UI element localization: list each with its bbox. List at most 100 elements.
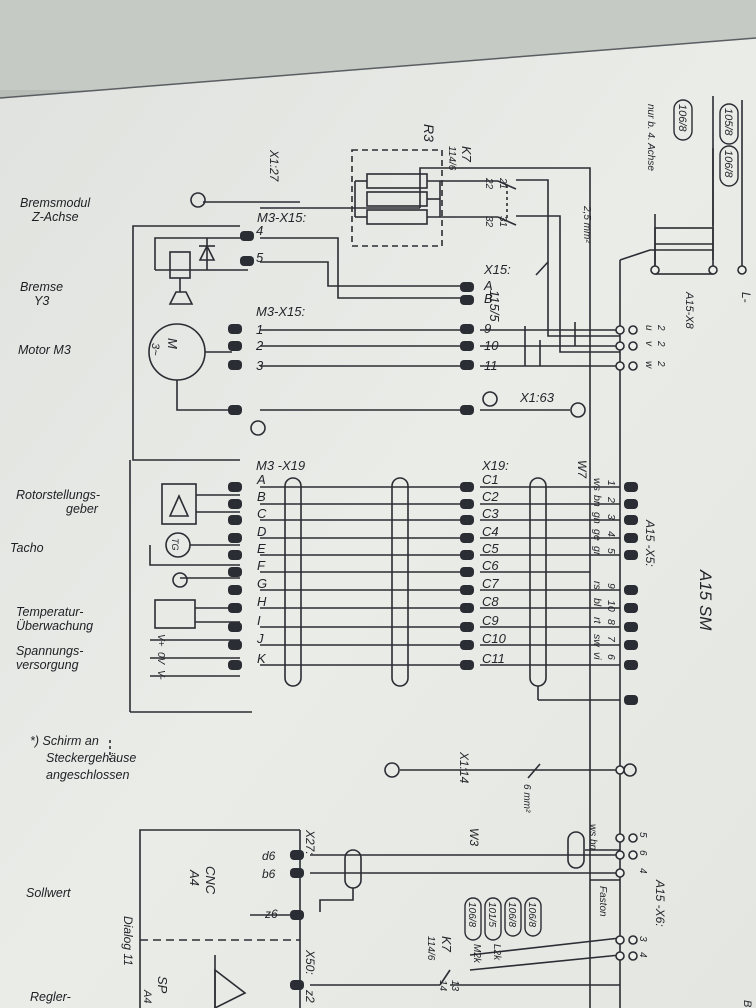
wire-color-gr: gr [591, 546, 603, 556]
x6-pin-5: 5 [637, 832, 648, 838]
label-rotor: Rotorstellungs- geber [16, 488, 100, 516]
signal-vplus: V+ [155, 634, 166, 647]
nur-4-achse-note: nur b. 4. Achse [645, 104, 656, 171]
wire-color-vi: vi [591, 652, 603, 660]
pin-5: 5 [256, 250, 264, 265]
x19-c7: C7 [482, 576, 499, 591]
label-temperatur-line2: Überwachung [16, 619, 94, 633]
x19-pin-e: E [257, 541, 266, 556]
k7-contact-14: 14 [437, 980, 448, 992]
ref-115-5: 115/5 [487, 290, 502, 322]
a15-x6-label: A15 -X6: [653, 879, 667, 927]
k7-label: K7 [459, 146, 474, 163]
x6-pin-6: 6 [637, 850, 648, 856]
x19-c10: C10 [482, 631, 507, 646]
wiring [109, 96, 747, 1008]
wire-color-bn: bn [591, 495, 603, 507]
label-temperatur-line1: Temperatur- [16, 605, 84, 619]
x15-pin-9: 9 [484, 321, 491, 336]
label-spannung-line1: Spannungs- [16, 644, 84, 658]
w7-label: W7 [575, 460, 589, 479]
ref-bottom-1: 106/8 [526, 902, 537, 927]
wire-color-sw: sw [591, 634, 603, 648]
x1-14-label: X1:14 [457, 751, 471, 784]
terminal-2-w: 2 [655, 360, 666, 367]
sp-label: SP [155, 976, 170, 994]
r3-label: R3 [421, 124, 437, 142]
x5-pin-6: 6 [605, 654, 617, 660]
signal-0v: 0V [155, 652, 166, 666]
wire-color-rt: rt [591, 617, 603, 624]
x19-label: X19: [481, 458, 509, 473]
k7-bottom-sub: 114/6 [425, 936, 436, 961]
label-spannung: Spannungs- versorgung [16, 644, 83, 672]
a15-x8-label: A15-X8 [683, 291, 695, 330]
x19-pin-b: B [257, 489, 266, 504]
ref-suffix-l2k: L2k [491, 944, 502, 961]
x1-63-label: X1:63 [519, 390, 555, 405]
label-temperatur: Temperatur- Überwachung [16, 605, 93, 633]
contact-32: 32 [483, 216, 494, 228]
x5-pin-3: 3 [605, 514, 617, 520]
ref-106-8-left: 106/8 [676, 104, 688, 132]
label-rotor-line2: geber [66, 502, 98, 516]
x27-pin-z6: z6 [264, 907, 278, 921]
motor-pin-1: 1 [256, 322, 263, 337]
x6-pin-4: 4 [637, 868, 648, 874]
x50-label: X50: [303, 949, 317, 975]
x27-pins: d6 b6 z6 [262, 849, 278, 921]
label-bremsmodul-line1: Bremsmodul [20, 196, 91, 210]
label-bremsmodul-line2: Z-Achse [32, 210, 79, 224]
terminal-2-u: 2 [655, 324, 666, 331]
label-rotor-line1: Rotorstellungs- [16, 488, 101, 502]
wire-color-ge: ge [591, 529, 603, 541]
bt-label: BT [741, 1000, 753, 1008]
dialog-11-label: Dialog 11 [121, 916, 135, 966]
x5-pin-4: 4 [605, 531, 617, 537]
x19-pin-g: G [257, 576, 267, 591]
x5-pin-7: 7 [605, 636, 617, 643]
x1-27-label: X1:27 [267, 149, 281, 183]
motor-3phase: 3~ [149, 343, 161, 356]
contact-31: 31 [497, 216, 508, 227]
x15-pin-10: 10 [484, 338, 499, 353]
faston-label: Faston [597, 886, 608, 917]
m3-x19-pins: A B C D E F G H I J K [256, 472, 267, 666]
label-bremse: Bremse Y3 [20, 280, 63, 308]
rotated-wire-colors: ws bn gn ge gr rs bl rt sw vi [591, 478, 603, 660]
x5-pin-10: 10 [605, 600, 617, 612]
x15-label: X15: [483, 262, 511, 277]
x5-pin-8: 8 [605, 619, 617, 625]
wire-color-rs: rs [591, 581, 603, 590]
connector-plugs [228, 231, 638, 990]
pin-4: 4 [256, 223, 263, 238]
motor-m: M [165, 338, 180, 349]
k7-contact-13: 13 [449, 980, 460, 992]
motor-pin-2: 2 [255, 338, 264, 353]
x5-pin-5: 5 [605, 548, 617, 554]
x50-pin-z2: z2 [303, 989, 317, 1003]
x15-pin-11: 11 [484, 358, 498, 373]
ref-bottom-3: 101/5 [486, 902, 497, 927]
x6-pin-3: 3 [637, 936, 648, 942]
footnote-line2: Steckergehäuse [46, 751, 137, 765]
m3-x19-label: M3 -X19 [256, 458, 305, 473]
label-spannung-line2: versorgung [16, 658, 79, 672]
l-minus-label: L- [739, 292, 753, 303]
label-bremse-line1: Bremse [20, 280, 64, 294]
x19-c3: C3 [482, 506, 499, 521]
terminal-u: u [643, 325, 654, 331]
x19-pin-a: A [256, 472, 266, 487]
a15-x5-pin-numbers: 1 2 3 4 5 9 10 8 7 6 [605, 480, 617, 660]
right-rotated-text: A15 -X5: A15 SM W7 W3 2,5 mm² 6 mm² X1:1… [121, 104, 753, 1008]
symbol-text: M 3~ TG V+ 0V V- [149, 338, 180, 680]
uvw-terminals: u v w 2 2 2 [643, 324, 666, 369]
a15-sm-label: A15 SM [696, 569, 715, 631]
x5-pin-9: 9 [605, 583, 617, 589]
ws-bn-label: ws bn [587, 824, 598, 851]
k7-sub-label: 114/6 [446, 146, 457, 171]
x19-pin-f: F [257, 558, 266, 573]
wire-6mm: 6 mm² [521, 784, 532, 813]
label-sollwert: Sollwert [26, 886, 71, 900]
x19-c-pins: C1 C2 C3 C4 C5 C6 C7 C8 C9 C10 C11 [482, 472, 507, 666]
